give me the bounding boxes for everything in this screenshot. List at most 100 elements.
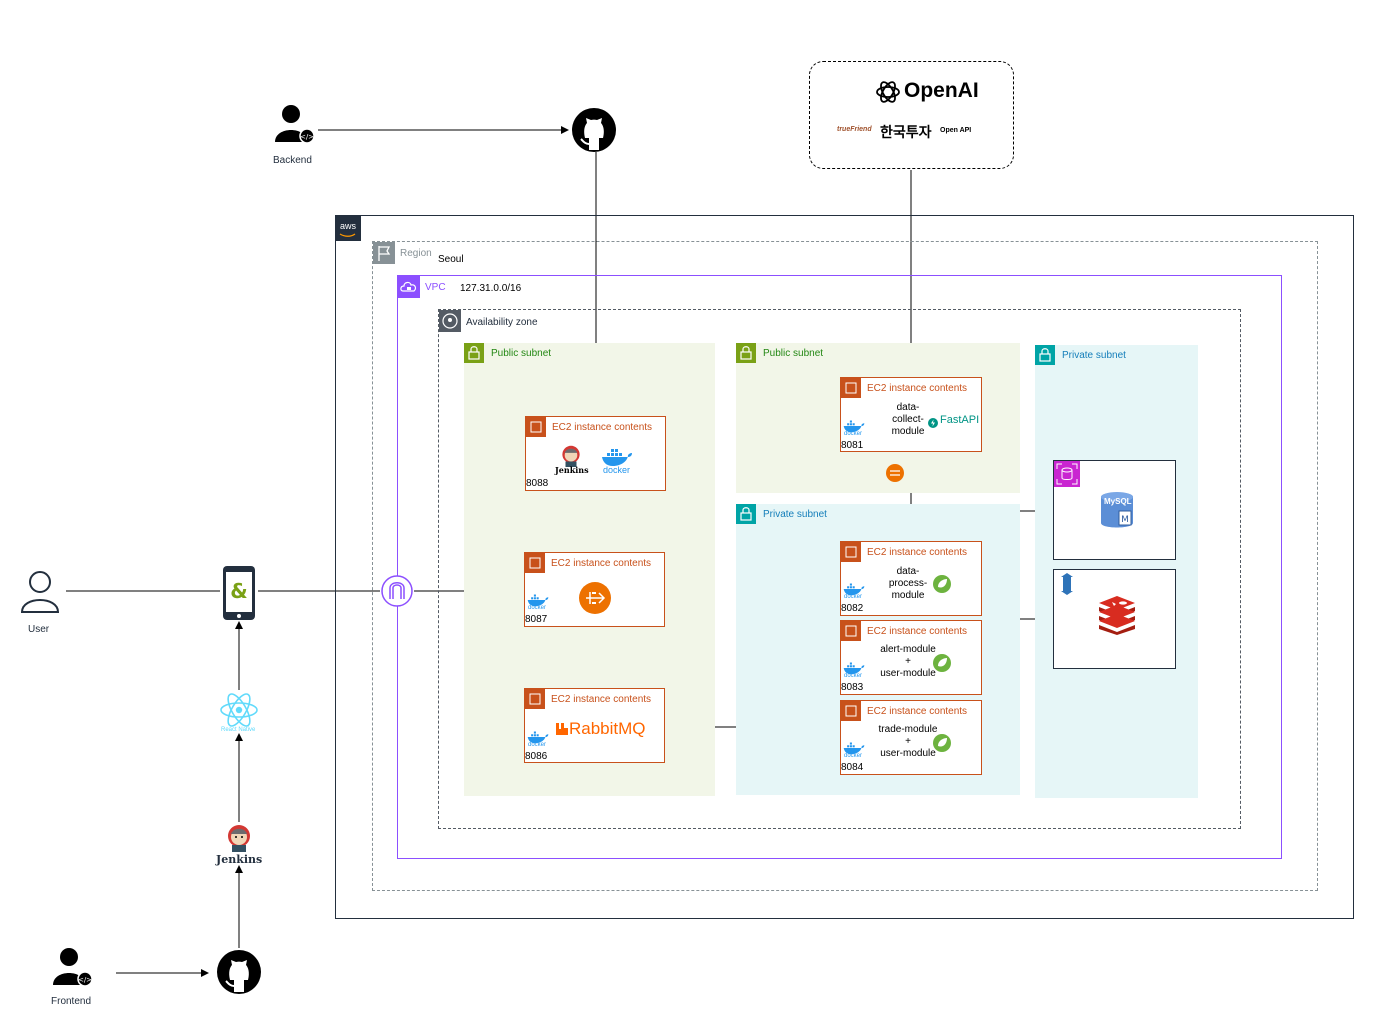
external-api-group: OpenAI trueFriend 한국투자 Open API (809, 61, 1014, 169)
rds-mysql-box: M MySQL (1053, 460, 1176, 560)
jenkins-front-label: Jenkins (216, 853, 263, 866)
lock-icon (464, 343, 484, 363)
port-label: 8084 (841, 762, 864, 773)
aws-cloud: aws (335, 215, 1354, 919)
docker-label: docker (844, 673, 863, 679)
ec2-title: EC2 instance contents (867, 706, 968, 717)
private-subnet-1-label: Private subnet (763, 509, 827, 520)
region-flag-icon (373, 242, 395, 264)
svg-text:</>: </> (78, 976, 92, 984)
openai-label: OpenAI (904, 79, 979, 102)
api-gateway-icon (579, 582, 611, 614)
public-subnet-2-label: Public subnet (763, 348, 824, 359)
ec2-trade: EC2 instance contents trade-module + use… (840, 700, 982, 775)
jenkins-label: Jenkins (555, 465, 589, 475)
jenkins-logo-icon (227, 824, 251, 852)
spring-icon (933, 734, 951, 752)
ec2-chip-icon (841, 621, 861, 641)
ec2-data-process: EC2 instance contents data- process- mod… (840, 541, 982, 616)
vpc-label: VPC (425, 282, 446, 293)
module-name: data- process- module (888, 566, 928, 601)
ec2-gateway: EC2 instance contents docker 8087 (524, 552, 665, 627)
elasticache-redis-box (1053, 569, 1176, 669)
ec2-title: EC2 instance contents (867, 383, 968, 394)
docker-icon (843, 582, 865, 596)
fastapi-icon (928, 415, 938, 428)
svg-text:</>: </> (300, 133, 314, 141)
docker-icon (601, 447, 633, 467)
ec2-rabbitmq: EC2 instance contents RabbitMQ docker 80… (524, 688, 665, 763)
frontend-dev-icon: </> (53, 947, 93, 987)
port-label: 8083 (841, 682, 864, 693)
svg-text:&: & (230, 579, 247, 603)
elasticache-icon (1057, 573, 1077, 595)
az-pin-icon (439, 310, 461, 332)
jenkins-icon (561, 445, 581, 467)
backend-label: Backend (273, 155, 312, 166)
spring-icon (933, 654, 951, 672)
docker-icon (843, 741, 865, 755)
rabbitmq-label: RabbitMQ (569, 719, 646, 738)
region-label: Region (400, 248, 432, 259)
redis-icon (1098, 596, 1136, 635)
public-subnet-1-label: Public subnet (491, 348, 552, 359)
docker-label: docker (844, 753, 863, 759)
private-subnet-2-label: Private subnet (1062, 350, 1126, 361)
github-icon (572, 108, 616, 152)
az-label: Availability zone (466, 317, 538, 328)
vpc-cloud-icon (398, 276, 420, 298)
rds-icon (1054, 461, 1080, 487)
user-label: User (28, 624, 50, 635)
docker-label: docker (844, 431, 863, 437)
docker-label: docker (603, 465, 631, 475)
availability-zone-group: Availability zone (438, 309, 1241, 829)
ec2-chip-icon (525, 553, 545, 573)
lock-icon (736, 504, 756, 524)
docker-icon (527, 593, 549, 607)
ec2-title: EC2 instance contents (551, 558, 652, 569)
port-label: 8086 (525, 751, 548, 762)
svg-text:M: M (1121, 515, 1129, 525)
region-group: Region Seoul (372, 241, 1318, 891)
openai-icon (875, 79, 901, 105)
module-name: alert-module + user-module (880, 644, 936, 679)
docker-icon (843, 419, 865, 433)
port-label: 8082 (841, 603, 864, 614)
port-label: 8081 (841, 440, 864, 451)
ec2-alert: EC2 instance contents alert-module + use… (840, 620, 982, 695)
spring-icon (933, 575, 951, 593)
ec2-title: EC2 instance contents (867, 547, 968, 558)
backend-dev-icon: </> (275, 104, 315, 144)
fastapi-label: FastAPI (940, 414, 980, 426)
docker-label: docker (844, 594, 863, 600)
vpc-cidr: 127.31.0.0/16 (460, 283, 522, 294)
nat-gateway-icon (886, 464, 904, 482)
frontend-label: Frontend (51, 996, 92, 1007)
truefriend-label: trueFriend (837, 126, 872, 133)
aws-logo-icon: aws (336, 216, 361, 241)
docker-icon (527, 730, 549, 744)
docker-label: docker (528, 742, 547, 748)
react-native-icon (219, 690, 259, 730)
lock-icon (1035, 345, 1055, 365)
port-label: 8088 (526, 478, 549, 489)
lock-icon (736, 343, 756, 363)
ec2-title: EC2 instance contents (552, 422, 653, 433)
ec2-chip-icon (525, 689, 545, 709)
user-icon (20, 570, 60, 614)
port-label: 8087 (525, 614, 548, 625)
ec2-chip-icon (841, 542, 861, 562)
module-name: data- collect- module (891, 402, 925, 437)
mysql-label: MySQL (1104, 497, 1132, 506)
kis-label: 한국투자 (880, 124, 932, 140)
docker-icon (843, 661, 865, 675)
region-name: Seoul (438, 254, 464, 265)
rabbitmq-icon (555, 722, 569, 736)
ec2-title: EC2 instance contents (867, 626, 968, 637)
module-name: trade-module + user-module (878, 724, 938, 759)
mysql-icon: M (1099, 491, 1135, 529)
ec2-chip-icon (841, 378, 861, 398)
ec2-data-collect: EC2 instance contents data- collect- mod… (840, 377, 982, 452)
docker-label: docker (528, 605, 547, 611)
ec2-chip-icon (526, 417, 546, 437)
